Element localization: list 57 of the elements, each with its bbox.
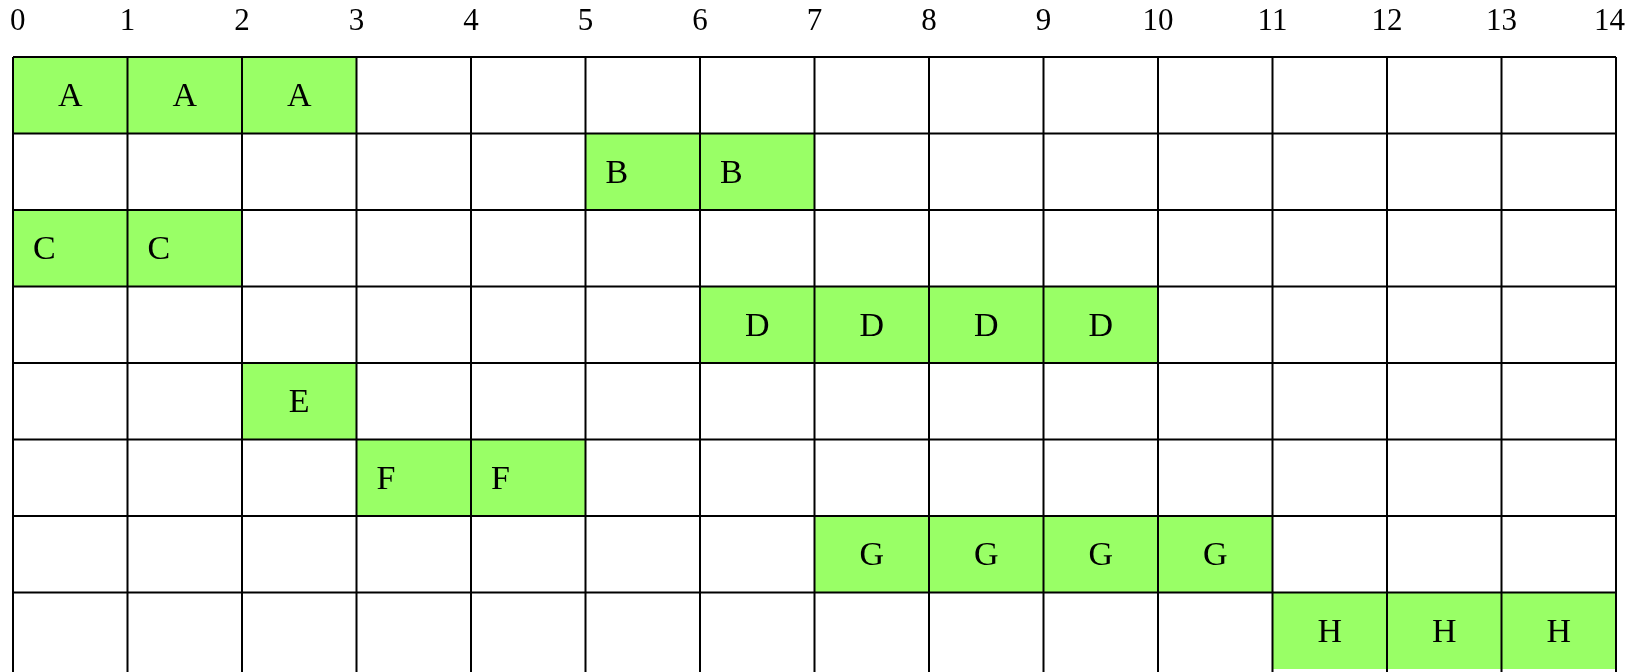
task-letter: A xyxy=(172,78,198,113)
task-letter: D xyxy=(973,307,999,342)
task-cell xyxy=(1272,592,1387,669)
task-letter: B xyxy=(720,154,743,189)
time-tick-label: 13 xyxy=(1486,4,1517,35)
task-letter: G xyxy=(1202,537,1228,572)
task-letter: C xyxy=(147,231,171,266)
task-cell xyxy=(127,57,242,134)
time-tick-label: 14 xyxy=(1594,4,1625,35)
task-cell xyxy=(929,516,1044,593)
time-tick-label: 0 xyxy=(10,4,26,35)
task-letter: F xyxy=(491,460,510,495)
task-letter: G xyxy=(859,537,885,572)
task-cell xyxy=(1158,516,1273,593)
time-tick-label: 7 xyxy=(806,4,823,35)
task-letter: C xyxy=(33,231,56,266)
time-tick-label: 9 xyxy=(1035,4,1052,35)
task-letter: H xyxy=(1431,613,1457,648)
time-tick-label: 1 xyxy=(119,4,136,35)
task-letter: D xyxy=(744,307,770,342)
time-tick-label: 8 xyxy=(921,4,937,35)
time-tick-label: 4 xyxy=(463,4,479,35)
task-letter: G xyxy=(973,537,999,572)
time-tick-label: 3 xyxy=(348,4,365,35)
task-cell xyxy=(700,133,815,210)
task-cell xyxy=(1387,592,1502,669)
task-cell xyxy=(585,133,700,210)
task-letter: F xyxy=(376,460,396,495)
time-tick-label: 11 xyxy=(1257,4,1288,35)
task-letter: A xyxy=(57,78,83,113)
task-cell xyxy=(929,286,1044,363)
task-cell xyxy=(471,439,586,516)
task-cell xyxy=(242,57,357,134)
task-letter: H xyxy=(1546,613,1572,648)
task-cell xyxy=(1501,592,1616,669)
task-letter: D xyxy=(859,307,885,342)
task-letter: G xyxy=(1088,537,1114,572)
task-cell xyxy=(700,286,815,363)
task-cell xyxy=(1043,286,1158,363)
task-cell xyxy=(13,210,128,287)
task-cell xyxy=(814,286,929,363)
time-tick-label: 2 xyxy=(234,4,250,35)
task-letter: H xyxy=(1317,613,1343,648)
task-letter: E xyxy=(288,384,310,419)
task-letter: B xyxy=(605,154,629,189)
time-tick-label: 5 xyxy=(577,4,594,35)
task-letter: A xyxy=(286,78,312,113)
task-cell xyxy=(356,439,471,516)
task-cell xyxy=(814,516,929,593)
task-cell xyxy=(1043,516,1158,593)
task-cell xyxy=(127,210,242,287)
task-letter: D xyxy=(1088,307,1114,342)
task-cell xyxy=(242,363,357,440)
time-tick-label: 6 xyxy=(692,4,708,35)
time-tick-label: 12 xyxy=(1371,4,1403,35)
time-tick-label: 10 xyxy=(1142,4,1174,35)
task-cell xyxy=(13,57,128,134)
